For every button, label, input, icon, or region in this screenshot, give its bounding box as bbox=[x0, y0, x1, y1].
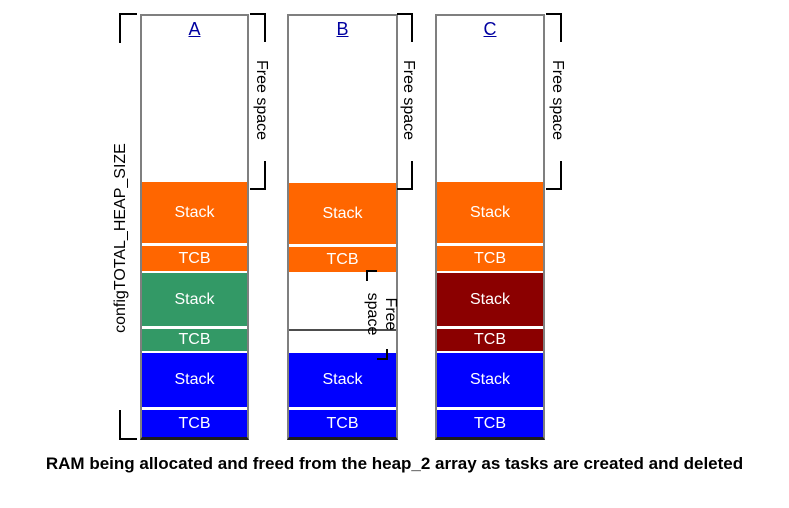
heap-block-tcb-task3: TCB bbox=[437, 410, 543, 437]
heap-block-tcb-task1: TCB bbox=[289, 247, 396, 272]
heap-block-tcb-task3: TCB bbox=[289, 410, 396, 437]
heap-block-stack-task1: Stack bbox=[437, 182, 543, 243]
column-b-title: B bbox=[289, 19, 396, 40]
freed-region-bracket-top-hook bbox=[366, 270, 377, 281]
heap-column-b: B Stack TCB Stack TCB bbox=[287, 14, 398, 440]
column-a-title: A bbox=[142, 19, 247, 40]
free-space-label-b: Free space bbox=[400, 59, 417, 141]
free-space-bracket-b-bottom-hook bbox=[397, 161, 413, 190]
freed-tcb-block bbox=[289, 331, 396, 353]
free-space-region-a bbox=[142, 16, 247, 182]
column-c-title: C bbox=[437, 19, 543, 40]
free-space-region-c bbox=[437, 16, 543, 182]
heap-block-stack-task2: Stack bbox=[142, 273, 247, 326]
freed-region-label-line2: space bbox=[364, 292, 381, 336]
heap-block-tcb-task3: TCB bbox=[142, 410, 247, 437]
freed-region-label-line1: Free bbox=[382, 297, 399, 331]
heap-column-c: C Stack TCB Stack TCB Stack TCB bbox=[435, 14, 545, 440]
heap-block-stack-task3: Stack bbox=[437, 353, 543, 407]
heap-block-tcb-task2: TCB bbox=[142, 329, 247, 351]
heap-size-label: configTOTAL_HEAP_SIZE bbox=[112, 143, 129, 333]
free-space-bracket-c-top-hook bbox=[546, 13, 562, 42]
freed-stack-block bbox=[289, 274, 396, 331]
heap-block-stack-task1: Stack bbox=[142, 182, 247, 243]
column-c-link[interactable]: C bbox=[483, 19, 497, 39]
heap-size-bracket-bottom-hook bbox=[119, 410, 137, 440]
freed-region-bracket-bottom-hook bbox=[377, 349, 388, 360]
heap-block-stack-task1: Stack bbox=[289, 183, 396, 244]
heap-block-stack-task3: Stack bbox=[289, 353, 396, 407]
figure-caption: RAM being allocated and freed from the h… bbox=[45, 454, 744, 473]
free-space-bracket-a-bottom-hook bbox=[250, 161, 266, 190]
heap-column-a: A Stack TCB Stack TCB Stack TCB bbox=[140, 14, 249, 440]
free-space-bracket-b-top-hook bbox=[397, 13, 413, 42]
heap-block-stack-task3: Stack bbox=[142, 353, 247, 407]
heap-block-tcb-task1: TCB bbox=[142, 246, 247, 271]
column-a-link[interactable]: A bbox=[188, 19, 201, 39]
heap-block-tcb-task4: TCB bbox=[437, 329, 543, 351]
free-space-bracket-a-top-hook bbox=[250, 13, 266, 42]
free-space-region-b-top bbox=[289, 16, 396, 183]
column-b-link[interactable]: B bbox=[336, 19, 349, 39]
free-space-label-a: Free space bbox=[253, 59, 270, 141]
freed-region-label: Free space bbox=[363, 271, 399, 357]
free-space-bracket-c-bottom-hook bbox=[546, 161, 562, 190]
heap-size-bracket-top-hook bbox=[119, 13, 137, 43]
heap-block-stack-task4: Stack bbox=[437, 273, 543, 326]
free-space-label-c: Free space bbox=[549, 59, 566, 141]
heap-block-tcb-task1: TCB bbox=[437, 246, 543, 271]
